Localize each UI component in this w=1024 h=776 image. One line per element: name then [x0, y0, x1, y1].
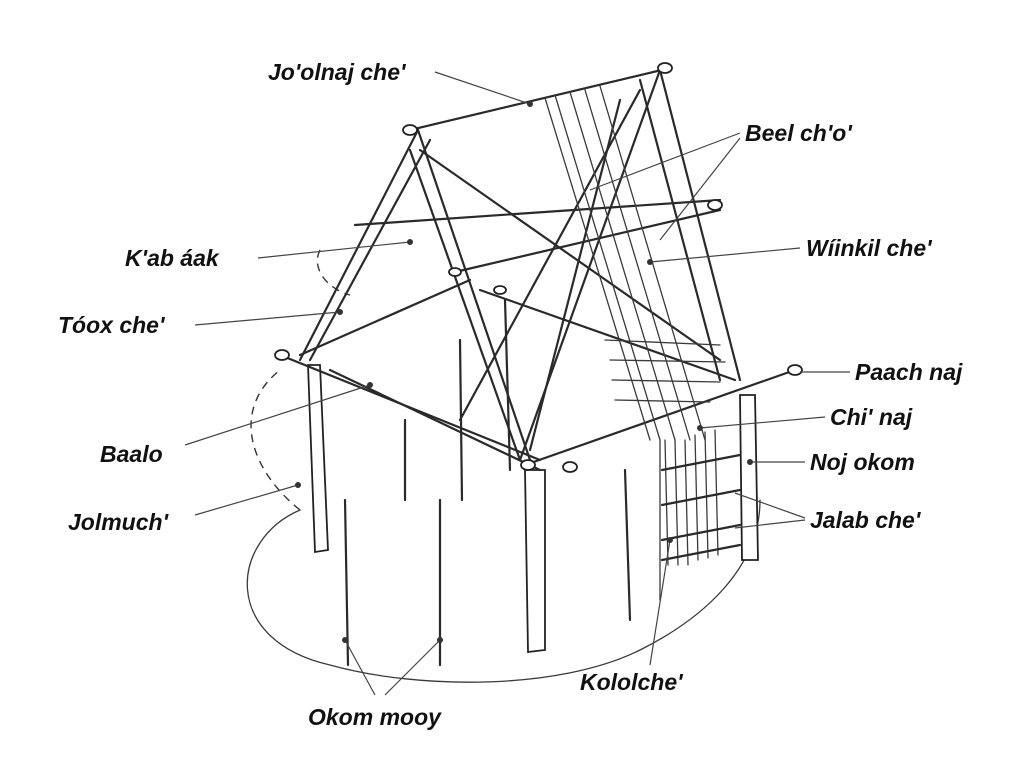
- batten-1: [554, 94, 661, 441]
- leader-okom-mooy-2: [384, 639, 441, 696]
- dot-toox-che: [337, 309, 343, 315]
- lattice-v-3: [684, 439, 689, 566]
- rear-cross-1: [604, 339, 721, 346]
- rear-rafter-3: [638, 78, 722, 382]
- lattice-v-6: [714, 429, 719, 556]
- log-end-6: [562, 461, 578, 473]
- leader-jalab-che-1: [734, 492, 806, 519]
- log-end-4: [274, 349, 290, 361]
- label-noj-okom: Noj okom: [810, 449, 915, 475]
- label-okom-mooy: Okom mooy: [308, 704, 442, 730]
- label-paach-naj: Paach naj: [855, 359, 963, 385]
- lattice-h-4: [660, 543, 742, 562]
- batten-3: [584, 89, 691, 441]
- post-inner-5: [503, 298, 512, 472]
- brace-3: [528, 98, 622, 452]
- roof-frame: [274, 62, 803, 473]
- batten-5: [544, 97, 651, 441]
- leader-beel-ch-o: [589, 132, 741, 191]
- leader-okom-mooy-1: [344, 639, 376, 696]
- label-chi-naj: Chi' naj: [830, 404, 913, 430]
- batten-2: [569, 91, 676, 441]
- beam-side: [298, 278, 472, 357]
- log-end-8: [448, 267, 462, 277]
- log-end-7: [520, 459, 536, 471]
- label-jalab-che: Jalab che': [810, 507, 922, 533]
- leader-toox-che: [194, 311, 341, 326]
- ridge-pole: [408, 66, 672, 132]
- lattice-v-5: [704, 431, 709, 559]
- rear-cross-3: [611, 379, 721, 383]
- log-end-1: [402, 124, 418, 136]
- leader-jo-olnaj-che: [434, 71, 531, 105]
- lattice-h-3: [660, 523, 742, 542]
- dot-kololche: [667, 537, 673, 543]
- gable-left-rafter: [298, 128, 420, 362]
- post-front-mid: [524, 469, 546, 654]
- dot-noj-okom: [747, 459, 753, 465]
- rear-cross-4: [614, 399, 711, 403]
- beam-front-long: [478, 288, 737, 382]
- brace-2: [458, 88, 642, 422]
- gable-cross-1: [408, 148, 522, 462]
- post-front-left: [307, 364, 329, 554]
- log-end-5: [787, 364, 803, 376]
- leader-chi-naj: [699, 416, 826, 429]
- label-baalo: Baalo: [100, 441, 163, 467]
- dot-wiinkil: [647, 259, 653, 265]
- log-end-3: [707, 199, 723, 211]
- rear-rafter-2: [658, 68, 742, 382]
- label-k-ab-aak: K'ab áak: [125, 245, 220, 271]
- rear-rafter-1: [518, 68, 662, 462]
- posts: [307, 298, 759, 667]
- leader-jolmuch: [194, 484, 299, 516]
- dot-baalo: [367, 382, 373, 388]
- lattice-v-1: [664, 439, 669, 566]
- beam-mid: [453, 208, 722, 274]
- leader-lines: [184, 71, 850, 696]
- wall-lattice: [659, 429, 742, 601]
- leader-jalab-che-2: [734, 519, 806, 529]
- label-wiinkil-che: Wíinkil che': [806, 235, 933, 261]
- log-end-9: [493, 285, 507, 295]
- log-end-2: [657, 62, 673, 74]
- dot-okom-2: [437, 637, 443, 643]
- dot-jo-olnaj: [527, 101, 533, 107]
- leader-k-ab-aak: [257, 241, 411, 259]
- leader-kololche: [649, 539, 671, 666]
- floor-outline-dashed: [250, 249, 351, 511]
- post-right: [739, 394, 759, 561]
- labels: Jo'olnaj che' Beel ch'o' Wíinkil che' K'…: [58, 59, 963, 730]
- dot-okom-1: [342, 637, 348, 643]
- floor-outline: [246, 499, 761, 683]
- leader-wiinkil-che: [649, 247, 801, 263]
- label-jolmuch: Jolmuch': [68, 509, 170, 535]
- lattice-h-2: [660, 488, 742, 507]
- gable-cross-2: [308, 138, 432, 362]
- beam-paach-naj: [523, 368, 797, 467]
- leader-beel-ch-o-2: [659, 137, 741, 241]
- label-kololche: Kololche': [580, 669, 684, 695]
- beam-k-ab-aak: [353, 198, 722, 227]
- leader-baalo: [184, 384, 371, 446]
- dot-chi-naj: [697, 425, 703, 431]
- dot-k-ab-aak: [407, 239, 413, 245]
- rear-cross-2: [609, 359, 726, 363]
- label-jo-olnaj-che: Jo'olnaj che': [268, 59, 407, 85]
- dot-jolmuch: [295, 482, 301, 488]
- post-inner-1: [343, 498, 350, 667]
- gable-right-rafter: [416, 128, 532, 462]
- lattice-h-1: [660, 453, 742, 472]
- label-toox-che: Tóox che': [58, 312, 166, 338]
- label-beel-ch-o: Beel ch'o': [745, 120, 853, 146]
- post-inner-6: [623, 468, 632, 622]
- brace-1: [418, 148, 722, 362]
